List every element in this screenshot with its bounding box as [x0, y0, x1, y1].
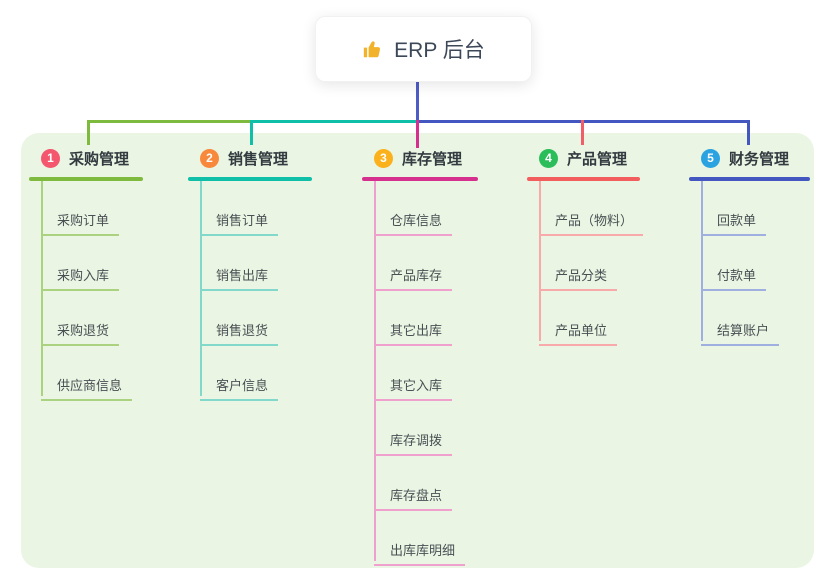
connector-root-drop: [416, 80, 419, 122]
branch-number-badge: 5: [701, 148, 720, 168]
child-node[interactable]: 付款单: [701, 254, 767, 291]
child-node[interactable]: 销售出库: [200, 254, 279, 291]
branch-children-vline: [701, 181, 703, 341]
branch-title-underline: [689, 177, 810, 181]
connector-bus-teal: [252, 120, 418, 123]
branch-title-row[interactable]: 1 采购管理: [29, 143, 199, 173]
child-node[interactable]: 采购入库: [41, 254, 120, 291]
branch-children-vline: [41, 181, 43, 396]
branch-inventory: 3 库存管理 仓库信息产品库存其它出库其它入库库存调拨库存盘点出库库明细: [362, 143, 532, 566]
branch-product: 4 产品管理 产品（物料） 产品分类产品单位: [527, 143, 697, 346]
thumbs-up-icon: [362, 38, 384, 60]
child-node[interactable]: 出库库明细: [374, 529, 466, 566]
connector-drop-branch1: [87, 120, 90, 145]
child-node[interactable]: 采购订单: [41, 199, 120, 236]
connector-drop-branch2: [250, 120, 253, 145]
branch-title: 销售管理: [228, 150, 289, 168]
child-node[interactable]: 仓库信息: [374, 199, 453, 236]
branch-title-row[interactable]: 5 财务管理: [689, 143, 839, 173]
connector-drop-branch4: [581, 120, 584, 145]
child-node[interactable]: 产品单位: [539, 309, 618, 346]
child-node[interactable]: 其它入库: [374, 364, 453, 401]
child-node[interactable]: 库存调拨: [374, 419, 453, 456]
branch-sales: 2 销售管理 销售订单销售出库销售退货客户信息: [188, 143, 358, 401]
connector-bus-green: [87, 120, 253, 123]
child-node[interactable]: 结算账户: [701, 309, 780, 346]
branch-title-row[interactable]: 2 销售管理: [188, 143, 358, 173]
connector-drop-branch3: [416, 120, 419, 148]
branch-procurement: 1 采购管理 采购订单采购入库采购退货供应商信息: [29, 143, 199, 401]
child-node[interactable]: 产品分类: [539, 254, 618, 291]
branches-panel: [21, 133, 814, 568]
branch-title-row[interactable]: 4 产品管理: [527, 143, 697, 173]
branch-title-underline: [29, 177, 143, 181]
child-node[interactable]: 采购退货: [41, 309, 120, 346]
branch-title: 采购管理: [69, 150, 130, 168]
branch-title: 产品管理: [567, 150, 628, 168]
child-node[interactable]: 销售退货: [200, 309, 279, 346]
branch-finance: 5 财务管理 回款单付款单结算账户: [689, 143, 839, 346]
child-node[interactable]: 供应商信息: [41, 364, 133, 401]
branch-children-vline: [539, 181, 541, 341]
connector-drop-branch5: [747, 120, 750, 145]
child-node[interactable]: 客户信息: [200, 364, 279, 401]
child-node[interactable]: 产品（物料）: [539, 199, 644, 236]
branch-title-underline: [362, 177, 478, 181]
child-node[interactable]: 销售订单: [200, 199, 279, 236]
branch-number-badge: 3: [374, 148, 393, 168]
child-node[interactable]: 库存盘点: [374, 474, 453, 511]
branch-title-underline: [188, 177, 312, 181]
branch-title-underline: [527, 177, 640, 181]
child-node[interactable]: 产品库存: [374, 254, 453, 291]
branch-number-badge: 4: [539, 148, 558, 168]
root-node[interactable]: ERP 后台: [315, 16, 532, 82]
branch-title-row[interactable]: 3 库存管理: [362, 143, 532, 173]
child-node[interactable]: 其它出库: [374, 309, 453, 346]
branch-title: 财务管理: [729, 150, 790, 168]
root-node-label: ERP 后台: [394, 39, 485, 62]
branch-children-vline: [374, 181, 376, 561]
branch-number-badge: 1: [41, 148, 60, 168]
branch-title: 库存管理: [402, 150, 463, 168]
child-node[interactable]: 回款单: [701, 199, 767, 236]
branch-number-badge: 2: [200, 148, 219, 168]
branch-children-vline: [200, 181, 202, 396]
